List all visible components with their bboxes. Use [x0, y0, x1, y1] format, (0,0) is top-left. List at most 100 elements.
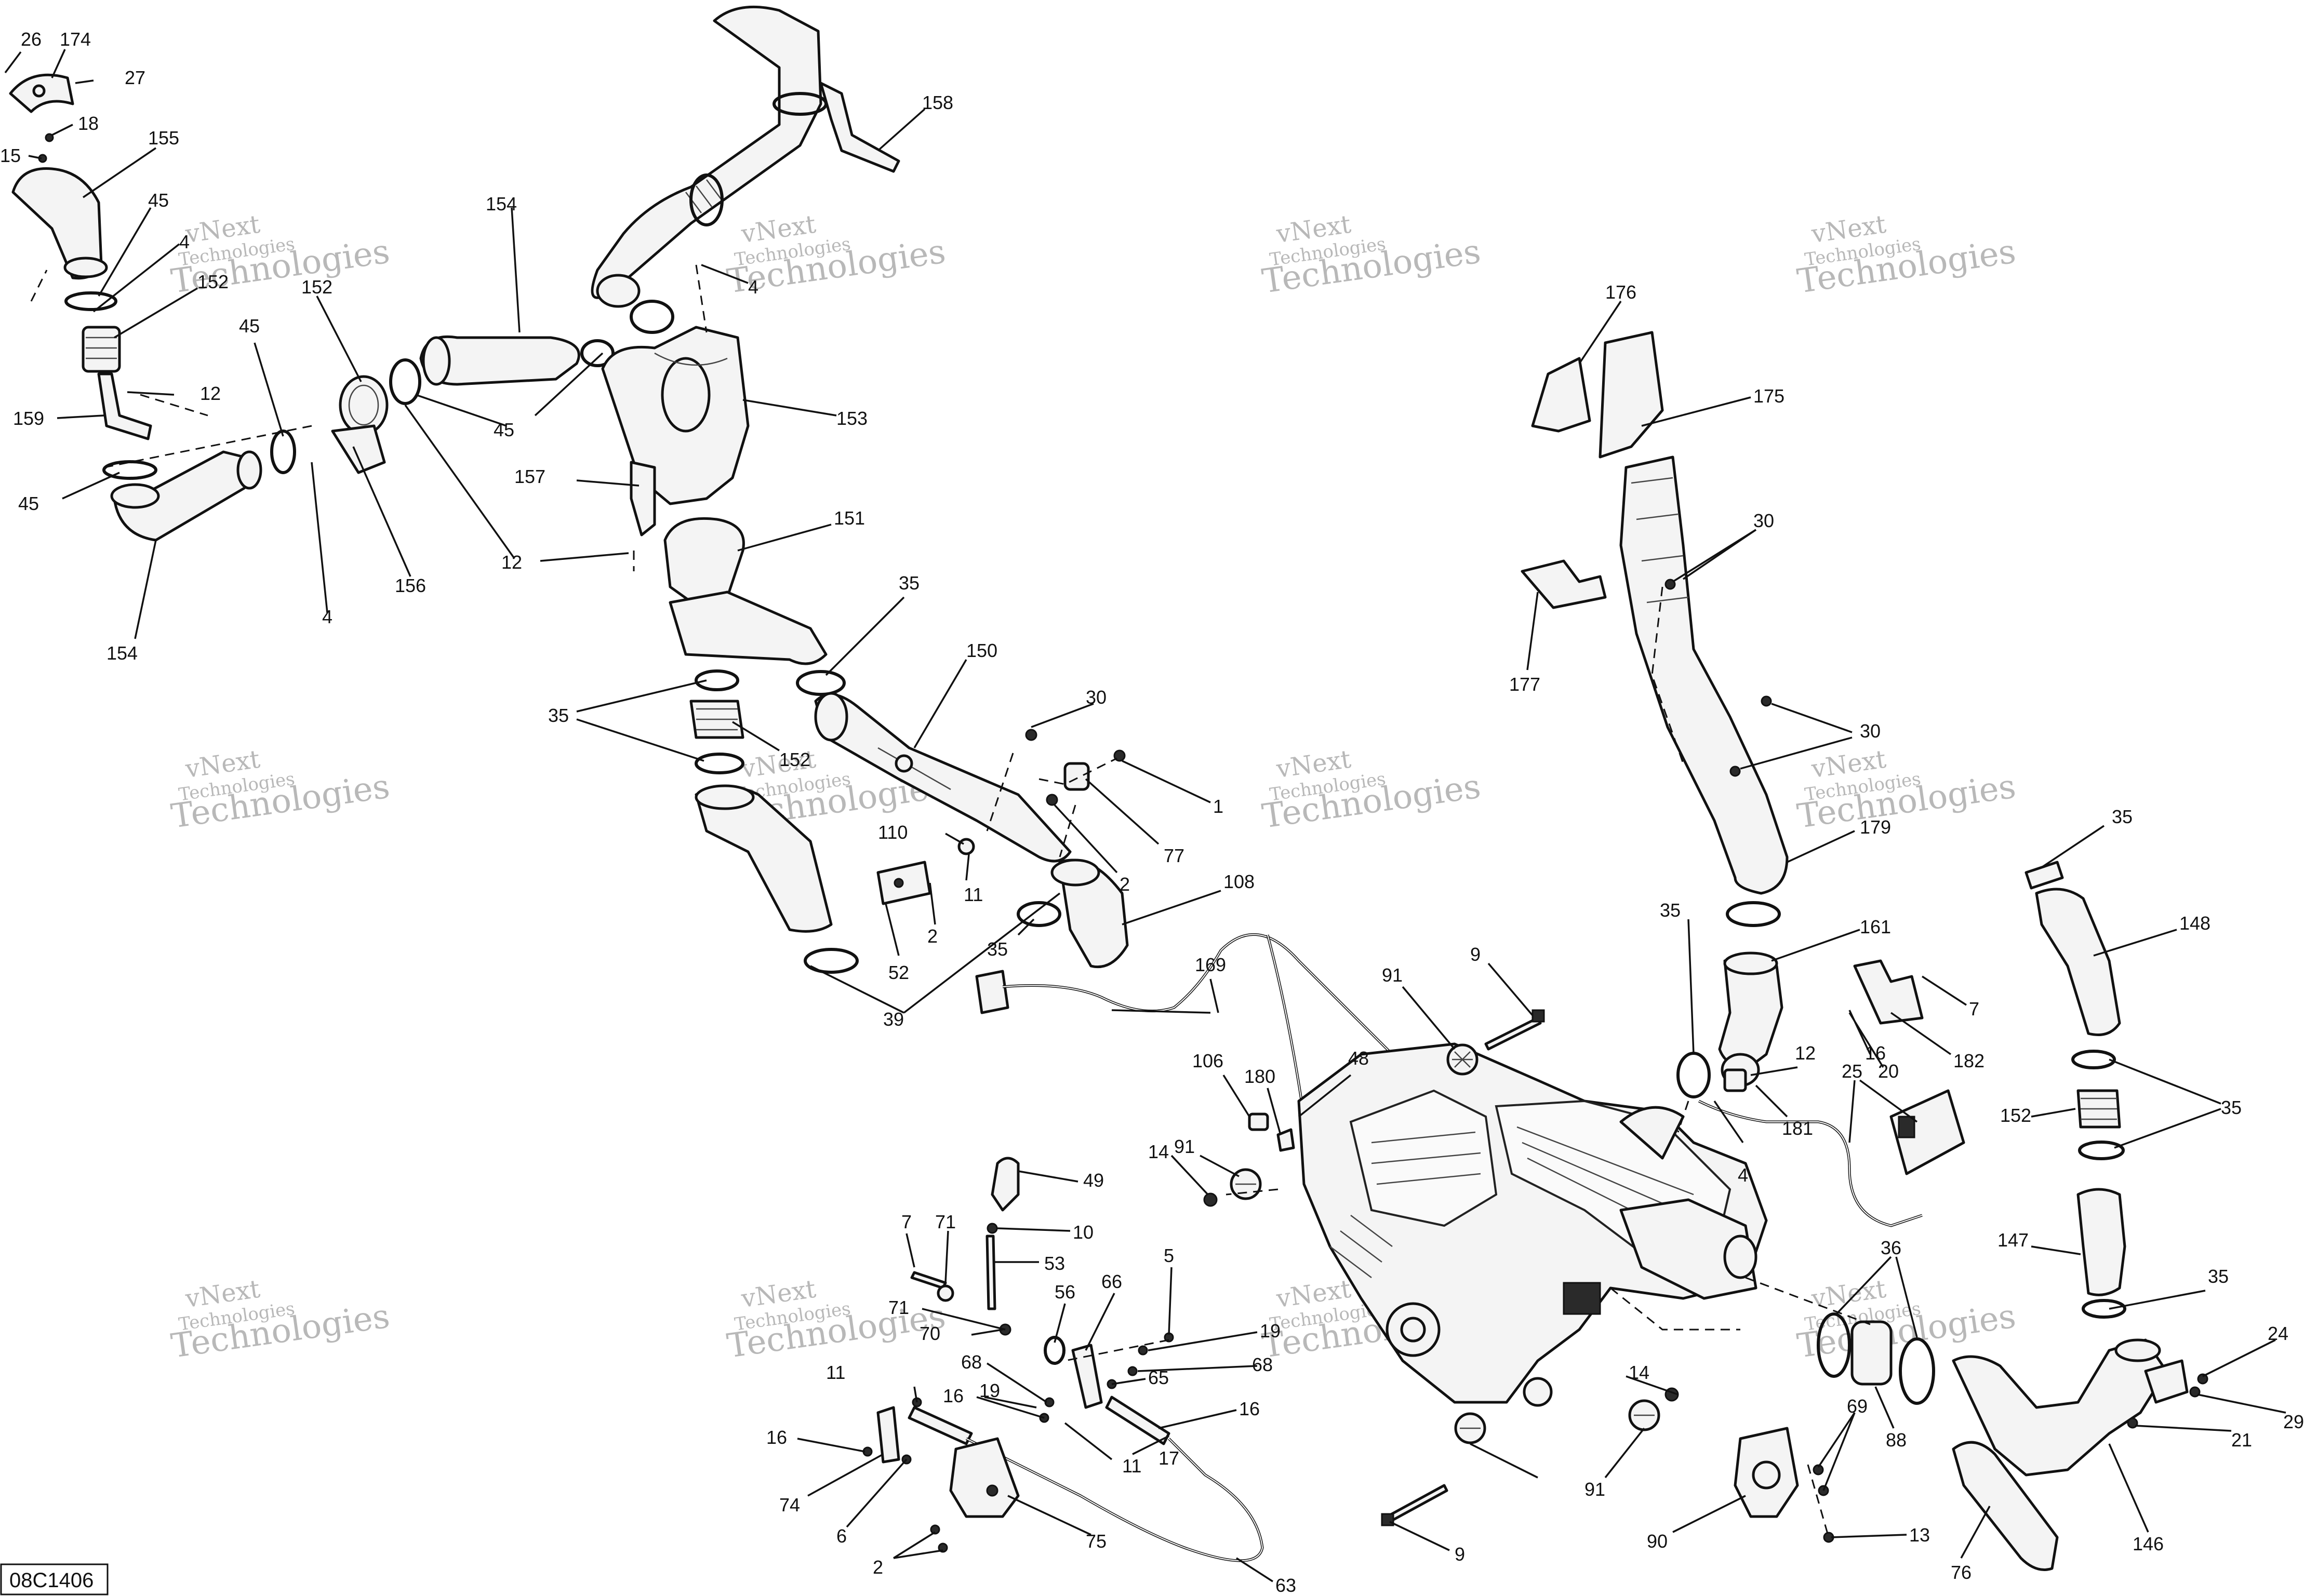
callout-152: 152 [2000, 1105, 2031, 1126]
callout-11: 11 [1122, 1455, 1141, 1477]
callout-9: 9 [1470, 944, 1481, 965]
nut [1203, 1192, 1218, 1207]
airbox-port [661, 357, 711, 433]
hose-clamp [2071, 1050, 2116, 1069]
callout-4: 4 [1738, 1164, 1748, 1186]
duct-bracket [2144, 1359, 2189, 1404]
callout-49: 49 [1083, 1170, 1104, 1191]
callout-9: 9 [1455, 1544, 1465, 1565]
mount-bracket [97, 372, 152, 440]
callout-39: 39 [883, 1009, 904, 1030]
callout-148: 148 [2179, 913, 2210, 934]
callout-27: 27 [125, 67, 145, 88]
callout-77: 77 [1164, 845, 1184, 866]
callout-10: 10 [1073, 1222, 1094, 1243]
sensor-bracket [876, 861, 931, 905]
callout-176: 176 [1605, 281, 1636, 303]
callout-110: 110 [878, 822, 908, 843]
diagram-code-box: 08C1406 [0, 1563, 109, 1595]
screw [45, 133, 54, 142]
callout-91: 91 [1584, 1479, 1605, 1500]
callout-71: 71 [888, 1297, 909, 1318]
sensor-body [1752, 1460, 1781, 1490]
module-connector [1898, 1116, 1915, 1138]
wiring-bracket [1853, 959, 1924, 1025]
bracket-hole [32, 84, 46, 98]
callout-12: 12 [501, 552, 522, 573]
screw [1761, 695, 1772, 707]
screw [1813, 1464, 1824, 1476]
assembly-line [30, 270, 48, 302]
callout-152: 152 [301, 276, 332, 298]
hose-clamp [389, 358, 421, 405]
callout-90: 90 [1647, 1531, 1668, 1552]
callout-152: 152 [197, 271, 229, 292]
callout-88: 88 [1886, 1429, 1907, 1451]
callout-91: 91 [1174, 1136, 1195, 1157]
callout-35: 35 [2221, 1097, 2242, 1118]
gasket [1817, 1312, 1851, 1378]
callout-45: 45 [239, 315, 260, 337]
cap [2025, 861, 2064, 890]
callout-182: 182 [1953, 1050, 1985, 1071]
hose-clamp [1017, 901, 1061, 927]
callout-175: 175 [1753, 385, 1784, 407]
corrugated-duct [669, 591, 828, 665]
callout-16: 16 [1239, 1398, 1260, 1419]
intake-cover [1531, 357, 1591, 433]
screw [1729, 766, 1741, 777]
callout-14: 14 [1148, 1141, 1169, 1162]
screw [1664, 579, 1676, 590]
tube-end [814, 692, 848, 742]
parts [9, 5, 2208, 1571]
hose-clamp [804, 948, 859, 974]
sensor [1248, 1112, 1269, 1131]
callout-35: 35 [1660, 900, 1681, 921]
callout-45: 45 [494, 419, 514, 440]
callout-45: 45 [148, 190, 169, 211]
callout-150: 150 [966, 640, 997, 661]
callout-18: 18 [78, 113, 99, 134]
callout-30: 30 [1753, 510, 1774, 531]
linkage-rod [910, 1271, 947, 1290]
callout-66: 66 [1101, 1271, 1122, 1292]
long-intake-duct [1619, 455, 1789, 895]
callout-70: 70 [920, 1323, 940, 1344]
duct-end [1723, 951, 1778, 975]
callout-16: 16 [1865, 1042, 1886, 1064]
airbox-bracket [630, 461, 656, 537]
callout-24: 24 [2268, 1323, 2288, 1344]
throttle-cable-housing [908, 1406, 973, 1445]
duct-end [2114, 1338, 2161, 1362]
callout-156: 156 [395, 575, 426, 596]
callout-35: 35 [987, 938, 1008, 960]
callout-52: 52 [888, 962, 909, 983]
mount-bolt [1386, 1484, 1448, 1523]
watermark: vNext Technologies Technologies [1260, 745, 1483, 836]
spacer [1063, 762, 1090, 791]
duct-bracket [819, 82, 900, 173]
sensor-port [895, 754, 913, 773]
callout-147: 147 [1997, 1229, 2029, 1251]
callout-26: 26 [21, 29, 42, 50]
callout-labels: 26 174 27 18 15 155 45 4 152 12 159 45 1… [0, 29, 2304, 1596]
watermark: vNext Technologies Technologies [1260, 210, 1483, 301]
diagram-code: 08C1406 [9, 1569, 94, 1592]
callout-75: 75 [1086, 1531, 1107, 1552]
callout-65: 65 [1148, 1367, 1169, 1388]
callout-56: 56 [1055, 1281, 1075, 1303]
bolt-head [1531, 1009, 1545, 1023]
watermark: vNext Technologies Technologies [1795, 210, 2018, 301]
callout-36: 36 [1881, 1237, 1901, 1258]
callout-12: 12 [1795, 1042, 1816, 1064]
spring-washer [1044, 1336, 1066, 1365]
callout-29: 29 [2283, 1411, 2304, 1432]
sensor [1723, 1068, 1747, 1092]
screw [930, 1524, 940, 1535]
callout-35: 35 [548, 705, 569, 726]
callout-180: 180 [1244, 1066, 1275, 1087]
callout-71: 71 [935, 1211, 956, 1232]
callout-76: 76 [1951, 1562, 1972, 1583]
callout-25: 25 [1842, 1061, 1862, 1082]
